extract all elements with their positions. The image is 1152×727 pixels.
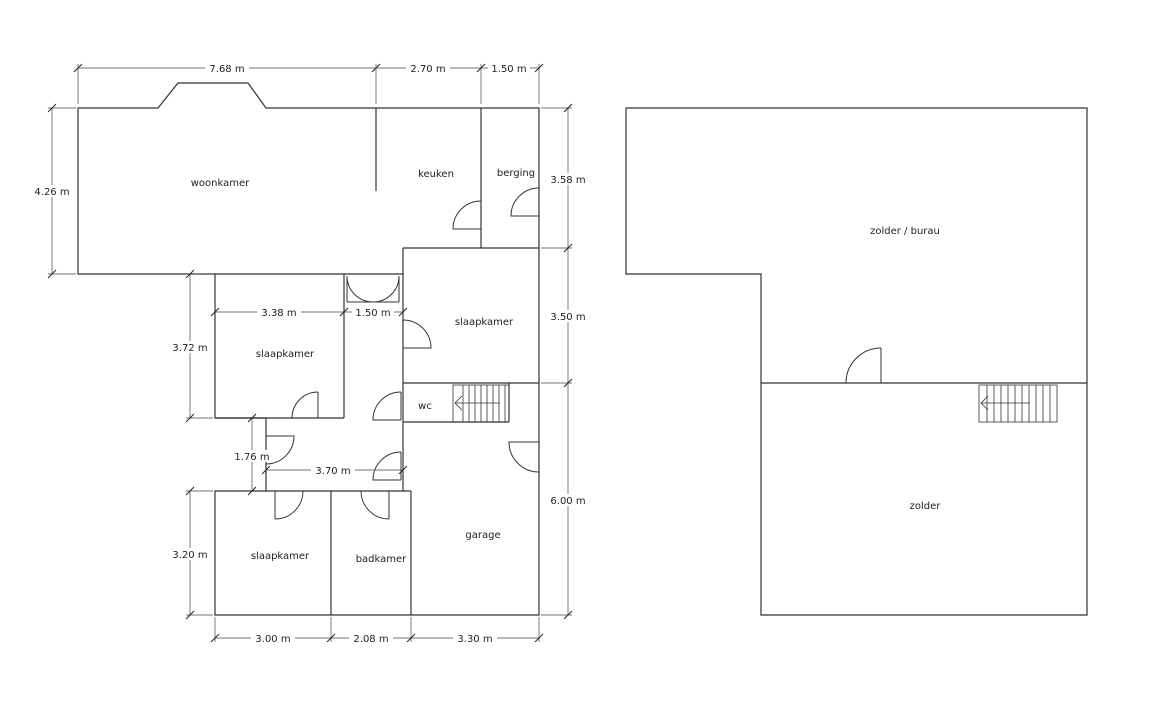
ground-floor-walls <box>77 82 540 616</box>
door-garage <box>508 441 540 473</box>
dim-top-keuken: 2.70 m <box>410 64 445 75</box>
stairs-attic <box>978 384 1058 423</box>
attic-outer-wall <box>625 107 1088 616</box>
room-zolder-burau: zolder / burau <box>870 226 940 237</box>
ground-floor-room-labels: woonkamer keuken berging slaapkamer slaa… <box>191 168 535 565</box>
dim-left-woonkamer: 4.26 m <box>34 187 69 198</box>
room-slaapkamer-bottom: slaapkamer <box>251 551 310 562</box>
outer-wall <box>77 82 540 616</box>
room-zolder: zolder <box>910 501 942 512</box>
dim-inner-hall: 1.50 m <box>355 308 390 319</box>
dim-bottom-garage: 3.30 m <box>457 634 492 645</box>
dim-bottom-badkamer: 2.08 m <box>353 634 388 645</box>
door-slaapkamer-bottom <box>274 490 304 520</box>
door-wc <box>372 391 402 421</box>
dim-left-slaapkamer: 3.72 m <box>172 343 207 354</box>
door-slaapkamer-main <box>402 319 432 349</box>
attic-walls <box>625 107 1088 616</box>
room-wc: wc <box>418 401 432 412</box>
dim-top-berging: 1.50 m <box>491 64 526 75</box>
attic-door <box>845 347 882 384</box>
door-berging <box>510 187 540 217</box>
dim-right-slaapkamer: 3.50 m <box>550 312 585 323</box>
door-double-hall <box>346 275 400 303</box>
room-badkamer: badkamer <box>356 554 407 565</box>
room-garage: garage <box>465 530 500 541</box>
room-woonkamer: woonkamer <box>191 178 250 189</box>
dim-left-bottom-slaapkamer: 3.20 m <box>172 550 207 561</box>
dimension-labels: 7.68 m 2.70 m 1.50 m 4.26 m 3.58 m 3.50 … <box>30 62 590 645</box>
dim-top-woonkamer: 7.68 m <box>209 64 244 75</box>
door-slaapkamer-left <box>291 391 319 419</box>
dim-right-garage: 6.00 m <box>550 496 585 507</box>
room-slaapkamer-main: slaapkamer <box>455 317 514 328</box>
door-keuken <box>452 200 482 230</box>
dim-inner-slaapkamer: 3.38 m <box>261 308 296 319</box>
dim-corridor-height: 1.76 m <box>234 452 269 463</box>
dim-corridor-width: 3.70 m <box>315 466 350 477</box>
attic-room-labels: zolder / burau zolder <box>870 226 941 512</box>
door-badkamer <box>360 490 390 520</box>
stairs-ground <box>452 384 510 423</box>
doors <box>265 187 540 520</box>
room-berging: berging <box>497 168 535 179</box>
room-keuken: keuken <box>418 169 454 180</box>
dim-right-berging: 3.58 m <box>550 175 585 186</box>
room-slaapkamer-left: slaapkamer <box>256 349 315 360</box>
dim-bottom-slaapkamer: 3.00 m <box>255 634 290 645</box>
door-corridor-right <box>372 451 402 481</box>
